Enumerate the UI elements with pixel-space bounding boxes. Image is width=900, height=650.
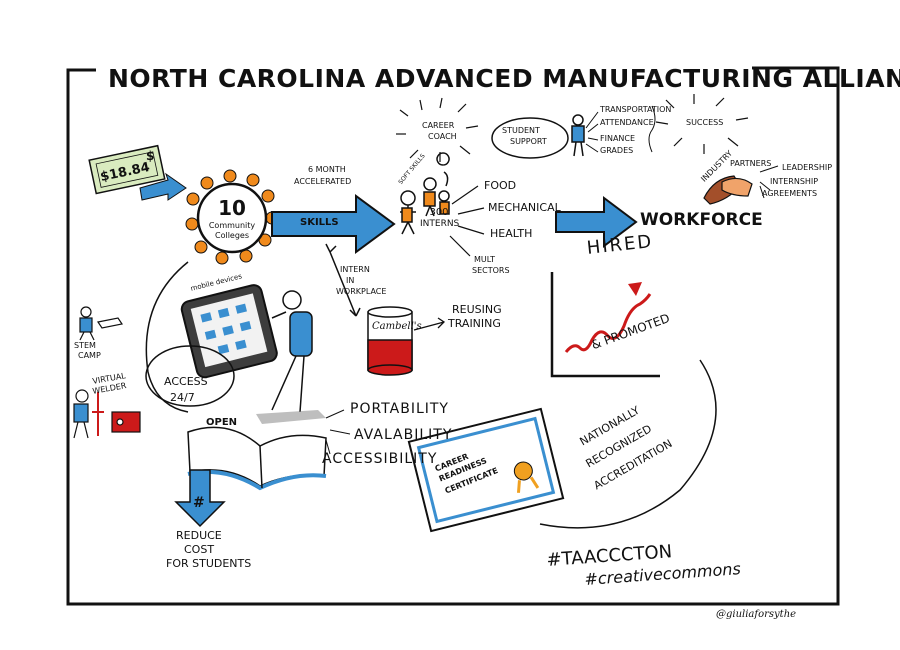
access-line2: 24/7 — [170, 391, 195, 404]
person-figure-icon — [271, 290, 313, 413]
sector-lines — [449, 185, 485, 257]
access-bubble — [145, 345, 235, 407]
intern-workplace-line3: WORKPLACE — [336, 287, 387, 296]
career-coach-line2: COACH — [428, 132, 457, 141]
success-label: SUCCESS — [686, 118, 724, 127]
virtual-welder-icon — [73, 389, 141, 439]
money-arrow-icon — [139, 172, 187, 201]
support-attendance: ATTENDANCE — [600, 118, 654, 127]
support-lines — [585, 111, 599, 153]
reduce-cost-line2: COST — [184, 543, 215, 556]
sector-mechanical: MECHANICAL — [488, 201, 561, 214]
student-support-line1: STUDENT — [502, 126, 540, 135]
support-grades: GRADES — [600, 146, 634, 155]
reduce-cost-line1: REDUCE — [176, 529, 222, 542]
soup-can-icon — [367, 306, 413, 376]
partner-leadership: LEADERSHIP — [782, 163, 833, 172]
access-line1: ACCESS — [164, 375, 208, 388]
tablet-icon — [180, 284, 278, 379]
career-coach-burst — [396, 97, 479, 162]
workforce-label: WORKFORCE — [640, 210, 763, 230]
feature-portability: PORTABILITY — [350, 401, 449, 417]
access-curve — [145, 261, 189, 413]
interns-number: 300 — [429, 207, 449, 218]
support-finance: FINANCE — [600, 134, 636, 143]
can-arrow — [413, 317, 446, 331]
certificate-icon — [407, 407, 565, 533]
stem-camp-figure-icon — [79, 306, 123, 341]
feature-accessibility: ACCESSIBILITY — [322, 451, 438, 467]
can-label: Cambell's — [372, 321, 422, 332]
interns-figures-icon — [400, 152, 450, 235]
money-bill-icon — [88, 144, 166, 195]
handshake-icon — [703, 175, 753, 205]
reusing-line1: REUSING — [452, 303, 502, 316]
artist-signature: @giuliaforsythe — [716, 609, 797, 620]
support-transportation: TRANSPORTATION — [600, 105, 672, 114]
skills-arrow-icon — [271, 194, 396, 254]
success-burst — [655, 94, 749, 154]
frame-border — [66, 66, 840, 606]
accelerated-line1: 6 MONTH — [308, 165, 346, 174]
hired-chart — [550, 272, 660, 378]
student-support-line2: SUPPORT — [510, 137, 547, 146]
person-shadow — [256, 410, 326, 424]
stem-camp-line2: CAMP — [78, 351, 101, 360]
accelerated-line2: ACCELERATED — [294, 177, 352, 186]
colleges-label-1: Community — [208, 221, 256, 230]
reduce-cost-line3: FOR STUDENTS — [166, 557, 252, 570]
open-label: OPEN — [206, 417, 238, 428]
promoted-arrowhead — [628, 282, 642, 296]
skills-label: SKILLS — [300, 217, 339, 228]
page-title: NORTH CAROLINA ADVANCED MANUFACTURING AL… — [108, 64, 900, 93]
workforce-arrow-icon — [555, 196, 638, 248]
student-support-bubble — [491, 117, 569, 159]
reusing-line2: TRAINING — [448, 317, 501, 330]
support-brace — [648, 105, 656, 153]
feature-availability: AVALABILITY — [354, 427, 453, 443]
accreditation-arc — [539, 359, 717, 529]
money-sign: $ — [146, 149, 155, 163]
promoted-line — [564, 293, 652, 353]
partner-internship: INTERNSHIP — [770, 177, 819, 186]
sector-food: FOOD — [484, 179, 517, 192]
interns-label: INTERNS — [420, 219, 460, 229]
mult-line2: SECTORS — [472, 266, 510, 275]
intern-workplace-line2: IN — [346, 276, 355, 285]
partner-agreements: AGREEMENTS — [762, 189, 818, 198]
mult-line1: MULT — [474, 255, 495, 264]
intern-workplace-arrow — [325, 243, 361, 317]
colleges-label-2: Colleges — [214, 231, 249, 240]
reduce-cost-arrow-icon — [174, 469, 226, 528]
sector-health: HEALTH — [490, 227, 533, 240]
partners-label: PARTNERS — [730, 159, 772, 168]
colleges-number: 10 — [218, 196, 246, 220]
stem-camp-line1: STEM — [74, 341, 96, 350]
support-figure-icon — [571, 114, 585, 157]
partners-lines — [759, 165, 779, 199]
career-coach-line1: CAREER — [422, 121, 455, 130]
open-lines — [325, 409, 351, 455]
intern-workplace-line1: INTERN — [340, 265, 370, 274]
reduce-cost-hash: # — [193, 495, 205, 511]
